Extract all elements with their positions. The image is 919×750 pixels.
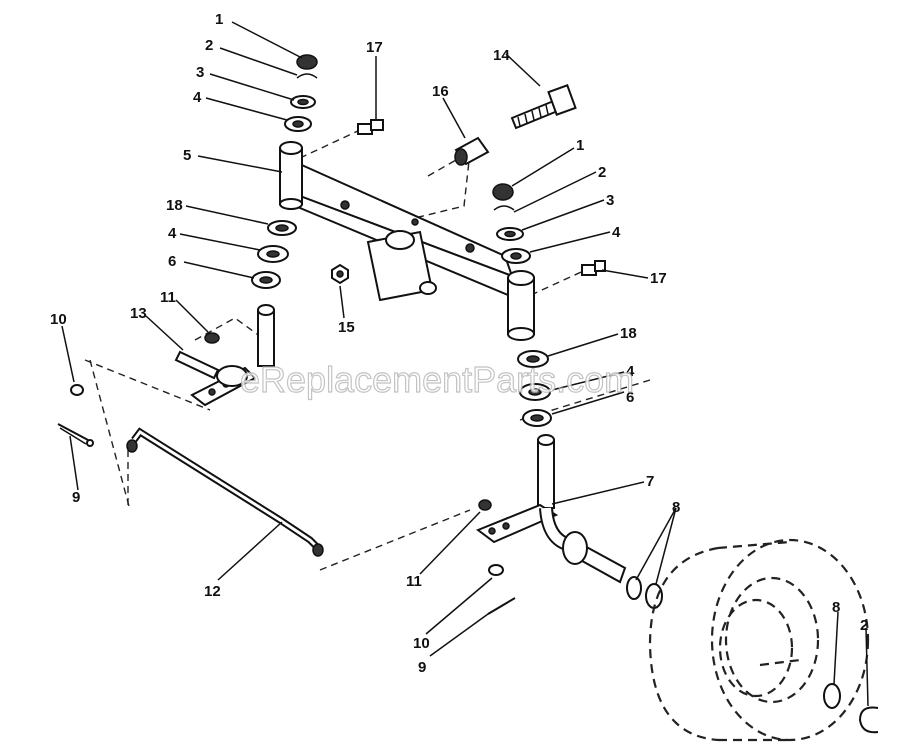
callout-8-spindle: 8 xyxy=(672,499,680,516)
front-wheel-phantom xyxy=(648,538,870,742)
axle-right-tube xyxy=(507,270,535,341)
callout-2-right: 2 xyxy=(598,164,606,181)
leader-lines xyxy=(61,21,869,707)
callout-3-right: 3 xyxy=(606,192,614,209)
washer-right xyxy=(488,564,504,576)
callout-1-left: 1 xyxy=(215,11,223,28)
pivot-nut xyxy=(331,263,349,285)
callout-15: 15 xyxy=(338,319,355,336)
axle-beam xyxy=(293,160,522,302)
callout-18-right: 18 xyxy=(620,325,637,342)
pivot-spacer xyxy=(454,136,490,166)
callout-17-left: 17 xyxy=(366,39,383,56)
drag-link xyxy=(126,427,324,557)
washer-left xyxy=(70,384,84,396)
callout-10-left: 10 xyxy=(50,311,67,328)
grease-fitting-right xyxy=(581,260,606,276)
left-spindle xyxy=(174,304,275,407)
callout-6-right: 6 xyxy=(626,389,634,406)
callout-12: 12 xyxy=(204,583,221,600)
pivot-bolt xyxy=(510,84,577,130)
callout-18-left: 18 xyxy=(166,197,183,214)
right-spindle xyxy=(475,434,627,584)
callout-7: 7 xyxy=(646,473,654,490)
callout-3-left: 3 xyxy=(196,64,204,81)
e-ring-wheel xyxy=(858,706,879,734)
callout-2-wheel: 2 xyxy=(860,617,868,634)
callout-10-right: 10 xyxy=(413,635,430,652)
watermark: eReplacementParts.com xyxy=(240,359,634,400)
callout-14: 14 xyxy=(493,47,510,64)
cotter-pin-right xyxy=(487,597,516,615)
cotter-pin-left xyxy=(57,423,94,447)
callout-17-right: 17 xyxy=(650,270,667,287)
callout-11-left: 11 xyxy=(160,289,176,306)
grease-fitting-left xyxy=(357,119,384,135)
callout-13: 13 xyxy=(130,305,147,322)
callout-9-left: 9 xyxy=(72,489,80,506)
callout-4-left-mid: 4 xyxy=(168,225,177,242)
callout-labels: 1 2 3 4 5 17 14 16 1 2 3 4 17 18 4 6 15 … xyxy=(50,11,868,676)
callout-1-right: 1 xyxy=(576,137,584,154)
callout-16: 16 xyxy=(432,83,449,100)
callout-2-left: 2 xyxy=(205,37,213,54)
axle-left-tube xyxy=(279,141,303,210)
callout-11-right: 11 xyxy=(406,573,422,590)
left-hardware-stack xyxy=(251,54,318,289)
callout-9-right: 9 xyxy=(418,659,426,676)
right-hardware-stack xyxy=(492,183,552,427)
callout-4-right-top: 4 xyxy=(612,224,621,241)
callout-6-left: 6 xyxy=(168,253,176,270)
callout-8-wheel: 8 xyxy=(832,599,840,616)
callout-4-left-top: 4 xyxy=(193,89,202,106)
callout-5: 5 xyxy=(183,147,191,164)
callout-4-right-mid: 4 xyxy=(626,363,635,380)
axle-washers xyxy=(626,576,841,709)
